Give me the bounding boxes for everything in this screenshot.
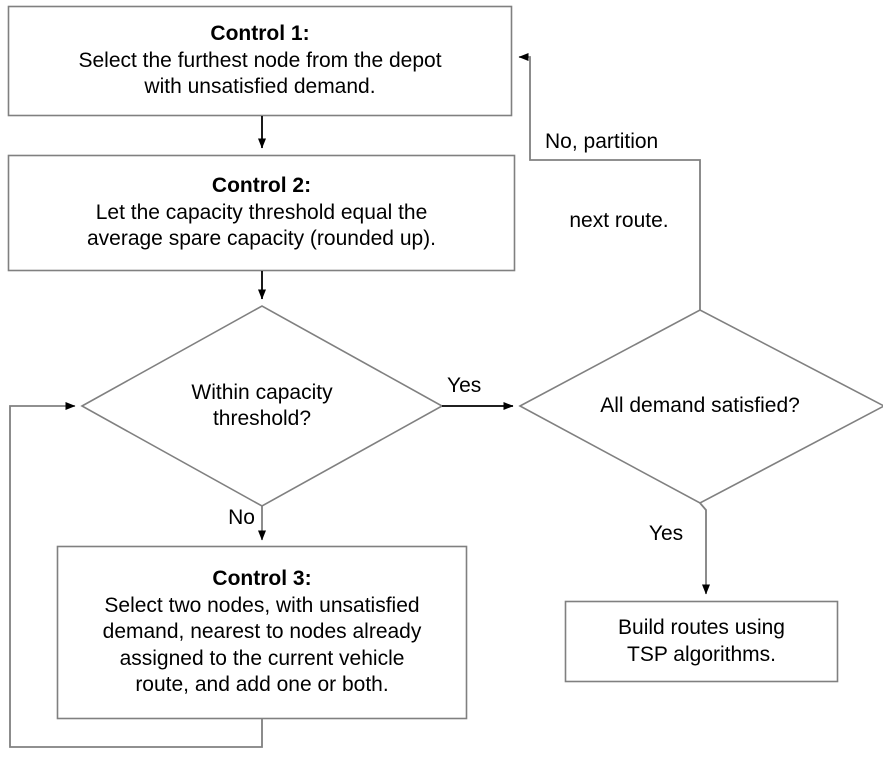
edge-label-no-partition-line-2: next route. — [569, 209, 669, 233]
edge-decision-demand-yes-to-build-routes — [699, 502, 710, 595]
edge-label-no-capacity: No — [228, 506, 255, 529]
edge-label-no-partition-line-1: No, partition — [545, 129, 659, 153]
control3-box[interactable] — [56, 545, 468, 720]
edge-label-yes-demand: Yes — [648, 522, 684, 545]
edge-label-no-partition: No, partition next route. — [545, 76, 745, 288]
build-routes-box[interactable] — [564, 600, 839, 683]
edge-decision-demand-no-to-control1 — [518, 53, 701, 310]
decision-capacity-diamond[interactable] — [80, 305, 444, 507]
control1-box[interactable] — [7, 5, 513, 117]
decision-demand-diamond[interactable] — [518, 309, 883, 504]
edge-control3-back-to-decision-capacity — [9, 402, 263, 748]
edge-label-yes-capacity: Yes — [447, 374, 482, 397]
control2-box[interactable] — [7, 154, 516, 272]
